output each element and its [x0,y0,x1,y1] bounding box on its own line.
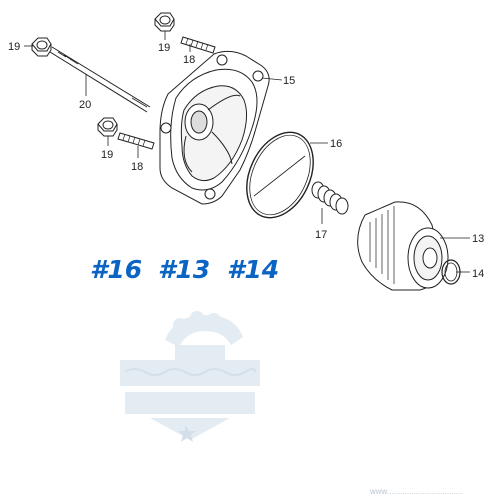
watermark-url: www.................................. [369,487,462,496]
callout-13: 13 [472,233,484,245]
callout-15: 15 [283,75,295,87]
callout-14: 14 [472,268,484,280]
part-number-16: #16 [90,255,142,284]
callout-16: 16 [330,138,342,150]
stud-20 [49,46,151,113]
callout-18-top: 18 [183,54,195,66]
part-number-13: #13 [158,255,210,284]
nut-19-middle [97,117,118,137]
o-ring-16 [246,131,314,219]
rivet-logo-icon [120,311,260,442]
filter-cover-15 [159,50,270,205]
part-number-14: #14 [227,255,279,284]
stud-18-top [180,36,216,54]
callout-17: 17 [315,229,327,241]
callout-18-middle: 18 [131,161,143,173]
callout-19-top: 19 [158,42,170,54]
callout-19-middle: 19 [101,149,113,161]
nut-19-top [154,12,175,32]
stud-18-middle [117,132,155,150]
nut-19-left [31,37,52,57]
leader-lines [24,31,470,273]
callout-19-left: 19 [8,41,20,53]
callout-20: 20 [79,99,91,111]
oil-filter-13 [357,201,449,291]
spring-17 [311,181,349,215]
